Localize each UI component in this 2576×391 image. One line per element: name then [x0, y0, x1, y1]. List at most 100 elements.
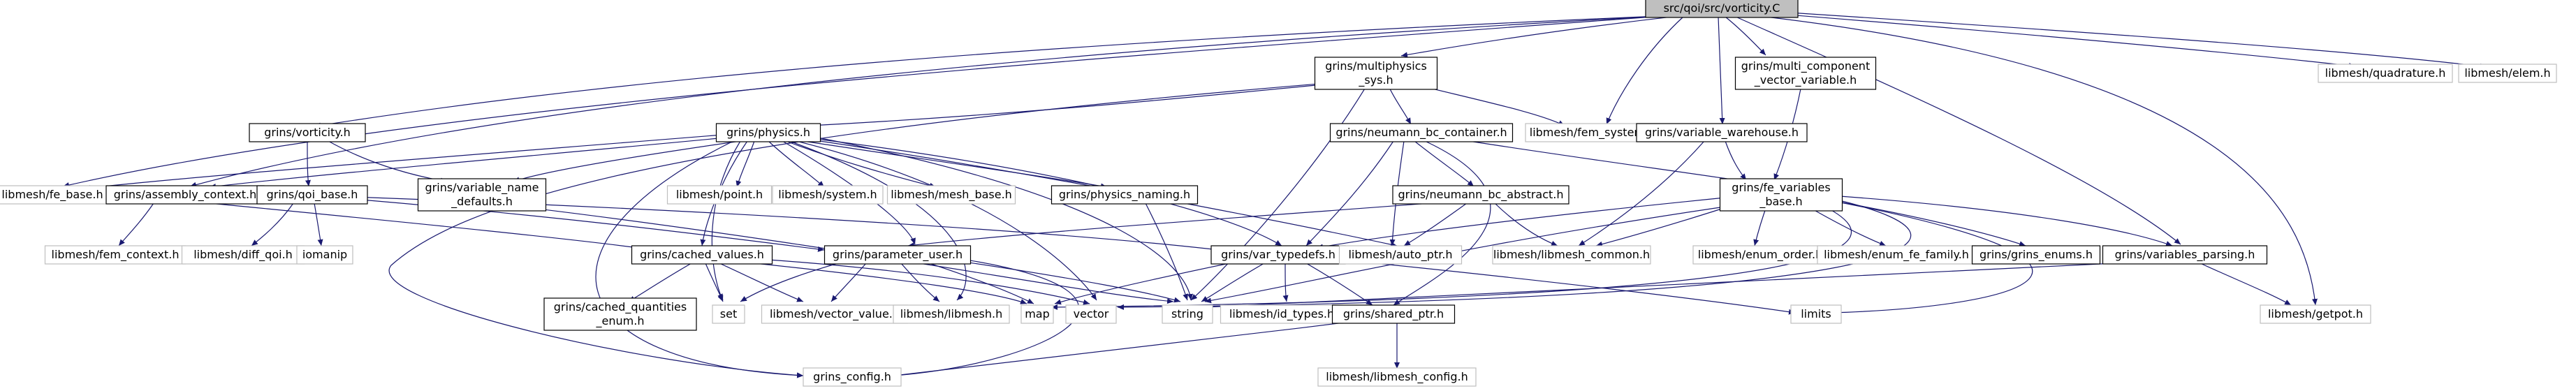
node-system[interactable]: libmesh/system.h	[772, 185, 884, 205]
node-fe-variables[interactable]: grins/fe_variables_base.h	[1719, 178, 1843, 212]
node-elem[interactable]: libmesh/elem.h	[2458, 64, 2557, 83]
node-enum-order[interactable]: libmesh/enum_order.h	[1692, 245, 1828, 265]
node-fe-base[interactable]: libmesh/fe_base.h	[0, 185, 111, 205]
node-label: grins/neumann_bc_abstract.h	[1398, 188, 1563, 202]
node-point[interactable]: libmesh/point.h	[666, 185, 773, 205]
node-param-user[interactable]: grins/parameter_user.h	[824, 245, 972, 265]
node-root[interactable]: src/qoi/src/vorticity.C	[1645, 0, 1799, 18]
node-string[interactable]: string	[1162, 304, 1213, 324]
edge-physics-string	[813, 136, 1194, 301]
node-label: grins/variable_warehouse.h	[1645, 126, 1799, 140]
node-cached-q-enum[interactable]: grins/cached_quantities_enum.h	[543, 297, 697, 331]
node-map[interactable]: map	[1020, 304, 1054, 324]
node-id-types[interactable]: libmesh/id_types.h	[1220, 304, 1344, 324]
node-label: libmesh/fe_base.h	[1, 188, 103, 202]
node-var-typedefs[interactable]: grins/var_typedefs.h	[1210, 245, 1346, 265]
node-getpot[interactable]: libmesh/getpot.h	[2260, 304, 2371, 324]
node-label: libmesh/fem_context.h	[52, 248, 180, 262]
edge-root-assembly	[189, 15, 1677, 188]
node-label: libmesh/system.h	[778, 188, 877, 201]
node-mesh-base[interactable]: libmesh/mesh_base.h	[886, 185, 1016, 205]
edge-physics-mesh-base	[785, 140, 937, 189]
node-label: libmesh/libmesh.h	[900, 307, 1003, 320]
edge-fe-variables-vars-parsing	[1829, 195, 2173, 246]
node-nbc-container[interactable]: grins/neumann_bc_container.h	[1329, 123, 1514, 142]
node-label: grins/multiphysics	[1325, 59, 1427, 73]
node-physics[interactable]: grins/physics.h	[715, 123, 821, 142]
edge-param-user-set	[740, 263, 839, 302]
edge-cached-values-set	[705, 263, 724, 302]
node-label: vector	[1074, 307, 1109, 320]
node-nbc-abstract[interactable]: grins/neumann_bc_abstract.h	[1392, 185, 1569, 205]
node-libmesh-common[interactable]: libmesh/libmesh_common.h	[1492, 245, 1651, 265]
node-box	[0, 185, 111, 205]
node-label: grins/grins_enums.h	[1979, 248, 2093, 262]
node-multiphysics[interactable]: grins/multiphysics_sys.h	[1314, 57, 1438, 90]
node-iomanip[interactable]: iomanip	[296, 245, 353, 265]
node-multicomp[interactable]: grins/multi_component_vector_variable.h	[1734, 57, 1877, 90]
edge-var-warehouse-libmesh-common	[1578, 140, 1705, 246]
node-box	[1734, 57, 1877, 90]
node-label: grins/fe_variables	[1732, 181, 1830, 195]
node-box	[1162, 304, 1213, 324]
edge-physics-fe-base	[83, 134, 724, 191]
edge-assembly-cached-values	[209, 202, 664, 253]
node-label: libmesh/quadrature.h	[2325, 66, 2446, 80]
node-box	[1338, 245, 1463, 265]
node-assembly[interactable]: grins/assembly_context.h	[105, 185, 265, 205]
node-box	[824, 245, 972, 265]
node-grins-config[interactable]: grins_config.h	[803, 367, 902, 387]
node-box	[893, 304, 1010, 324]
node-label: grins/physics.h	[726, 126, 810, 139]
edge-cached-values-vector	[768, 259, 1090, 305]
node-quadrature[interactable]: libmesh/quadrature.h	[2318, 64, 2453, 83]
edge-physics-var-name-defaults	[513, 140, 741, 182]
node-box	[772, 185, 884, 205]
node-physics-naming[interactable]: grins/physics_naming.h	[1051, 185, 1199, 205]
node-auto-ptr[interactable]: libmesh/auto_ptr.h	[1338, 245, 1463, 265]
edge-nbc-container-fe-variables	[1459, 139, 1747, 184]
node-libmesh-config[interactable]: libmesh/libmesh_config.h	[1317, 367, 1477, 387]
node-vars-parsing[interactable]: grins/variables_parsing.h	[2102, 245, 2268, 265]
node-label: libmesh/libmesh_common.h	[1493, 248, 1650, 262]
node-label: grins/qoi_base.h	[267, 188, 358, 202]
node-vorticity-h[interactable]: grins/vorticity.h	[249, 123, 366, 142]
node-var-warehouse[interactable]: grins/variable_warehouse.h	[1636, 123, 1808, 142]
edge-root-elem	[1766, 10, 2487, 69]
node-limits[interactable]: limits	[1790, 304, 1842, 324]
node-vector-value[interactable]: libmesh/vector_value.h	[761, 304, 909, 324]
node-grins-enums[interactable]: grins/grins_enums.h	[1971, 245, 2101, 265]
node-vector[interactable]: vector	[1065, 304, 1117, 324]
node-label: libmesh/fem_system.h	[1530, 126, 1655, 140]
node-box	[2458, 64, 2557, 83]
node-label: libmesh/auto_ptr.h	[1348, 248, 1452, 262]
node-libmesh-h[interactable]: libmesh/libmesh.h	[893, 304, 1010, 324]
node-box	[1492, 245, 1651, 265]
node-box	[666, 185, 773, 205]
node-diff-qoi[interactable]: libmesh/diff_qoi.h	[181, 245, 305, 265]
node-cached-values[interactable]: grins/cached_values.h	[631, 245, 773, 265]
edge-root-multiphysics	[1400, 14, 1691, 58]
edge-param-user-vector-value	[830, 263, 867, 302]
node-label: libmesh/elem.h	[2464, 66, 2550, 80]
edge-root-fe-base	[62, 15, 1674, 188]
edge-var-warehouse-fe-variables	[1725, 140, 1747, 181]
node-fem-context[interactable]: libmesh/fem_context.h	[44, 245, 186, 265]
node-label: grins/variables_parsing.h	[2115, 248, 2255, 262]
node-enum-fe-family[interactable]: libmesh/enum_fe_family.h	[1817, 245, 1976, 265]
node-var-name-defaults[interactable]: grins/variable_name_defaults.h	[417, 178, 547, 212]
node-label: libmesh/mesh_base.h	[891, 188, 1012, 202]
edge-fe-variables-grins-enums	[1822, 198, 2026, 246]
node-set[interactable]: set	[712, 304, 745, 324]
edge-var-typedefs-shared-ptr	[1305, 263, 1373, 306]
edge-root-vorticity	[314, 15, 1677, 128]
node-box	[1331, 304, 1456, 324]
node-label: libmesh/vector_value.h	[770, 307, 900, 321]
edge-cached-values-map	[754, 263, 1027, 304]
node-shared-ptr[interactable]: grins/shared_ptr.h	[1331, 304, 1456, 324]
node-qoi-base[interactable]: grins/qoi_base.h	[256, 185, 368, 205]
edge-shared-ptr-grins-config	[893, 320, 1356, 378]
node-label: grins/multi_component	[1741, 59, 1870, 73]
edge-cached-values-vector-value	[719, 263, 804, 302]
